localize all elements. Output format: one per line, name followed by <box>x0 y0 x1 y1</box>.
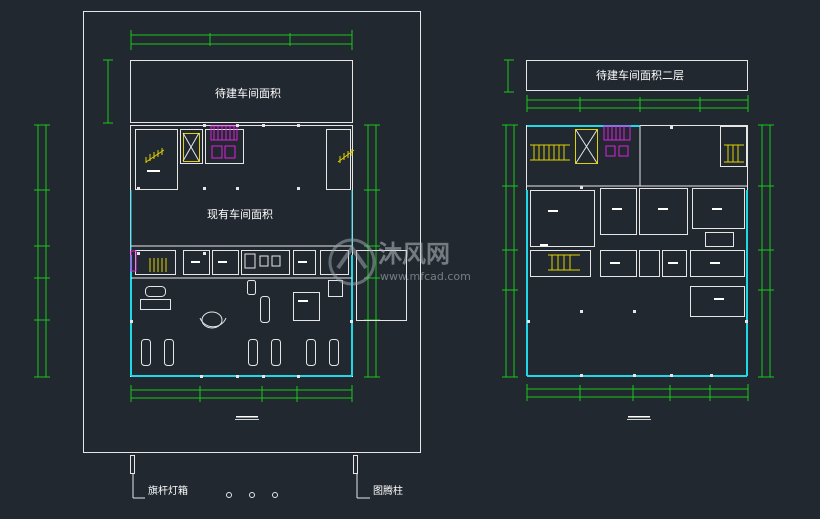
watermark-url: www.mfcad.com <box>380 270 471 283</box>
new-workshop-block-floor2 <box>526 60 748 91</box>
existing-workshop-label: 现有车间面积 <box>207 207 273 221</box>
site-boundary <box>83 11 421 453</box>
flag-light-box-label: 旗杆灯箱 <box>148 484 188 497</box>
watermark-logo-icon <box>328 238 376 286</box>
new-workshop-block <box>130 60 353 123</box>
watermark: 沐风网 www.mfcad.com <box>328 238 471 286</box>
plan-second-floor: 待建车间面积二层 <box>502 59 774 420</box>
plan-ground-floor: 待建车间面积 现有车间面积 <box>34 30 407 499</box>
new-workshop-floor2-label: 待建车间面积二层 <box>596 68 684 82</box>
watermark-cn: 沐风网 <box>378 240 450 268</box>
totem-pole-label: 图腾柱 <box>373 484 403 497</box>
new-workshop-label: 待建车间面积 <box>215 86 281 100</box>
